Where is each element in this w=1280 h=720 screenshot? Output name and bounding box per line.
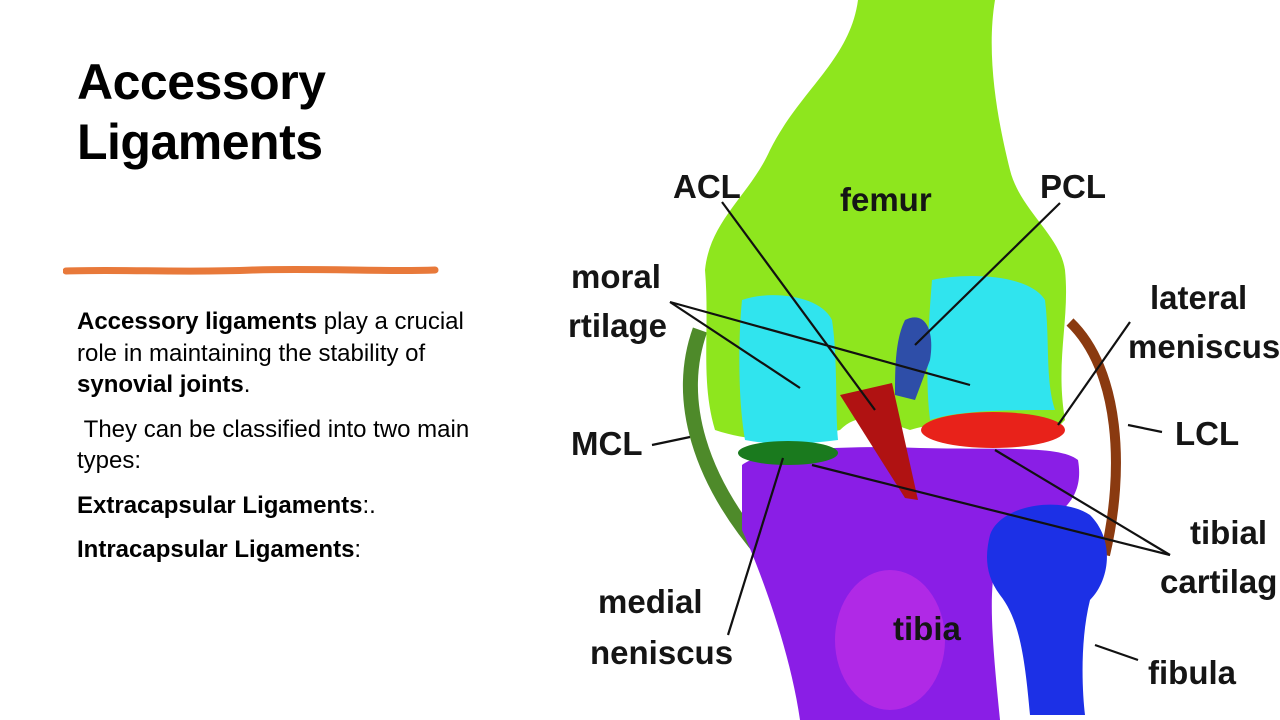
label-tibial-cartilage-1: tibial [1190, 514, 1267, 551]
label-acl: ACL [673, 168, 741, 205]
label-tibial-cartilage-2: cartilag [1160, 563, 1277, 600]
label-femoral-cartilage-1: moral [571, 258, 661, 295]
type-extracapsular: Extracapsular Ligaments:. [77, 490, 497, 522]
acl-ligament [840, 383, 918, 500]
accent-underline [63, 265, 439, 275]
label-femoral-cartilage-2: rtilage [568, 307, 667, 344]
label-pcl: PCL [1040, 168, 1106, 205]
leader-lines [651, 201, 1171, 662]
intro-text-end: . [243, 371, 251, 398]
femoral-cartilage-lateral [927, 276, 1055, 420]
label-femur: femur [840, 181, 932, 218]
intro-text: play a crucial role in maintaining the s… [77, 308, 464, 367]
label-mcl: MCL [571, 425, 642, 462]
slide-title: Accessory Ligaments [77, 52, 326, 172]
bold-term: synovial joints [77, 371, 244, 398]
lateral-meniscus [921, 412, 1065, 448]
lcl-ligament [1066, 318, 1121, 557]
label-lcl: LCL [1175, 415, 1239, 452]
intro-paragraph: Accessory ligaments play a crucial role … [77, 306, 497, 401]
label-fibula: fibula [1148, 654, 1237, 691]
title-line-1: Accessory [77, 54, 326, 110]
label-lateral-meniscus-2: meniscus [1128, 328, 1280, 365]
label-tibia: tibia [893, 610, 961, 647]
type-label: Intracapsular Ligaments [77, 536, 355, 563]
type-label: Extracapsular Ligaments [77, 491, 363, 519]
types-paragraph: They can be classified into two main typ… [77, 415, 476, 475]
label-medial-meniscus-1: medial [598, 583, 703, 620]
label-lateral-meniscus-1: lateral [1150, 279, 1247, 316]
title-line-2: Ligaments [77, 114, 323, 170]
tibia-highlight [835, 570, 945, 710]
type-suffix: :. [362, 491, 376, 519]
bold-term: Accessory ligaments [77, 308, 318, 335]
type-intracapsular: Intracapsular Ligaments: [77, 534, 497, 566]
medial-meniscus [738, 441, 838, 465]
femoral-cartilage-medial [739, 295, 838, 444]
fibula-bone [987, 504, 1107, 715]
label-medial-meniscus-2: neniscus [590, 634, 733, 671]
type-suffix: : [354, 536, 362, 563]
slide-body: Accessory ligaments play a crucial role … [77, 306, 497, 579]
